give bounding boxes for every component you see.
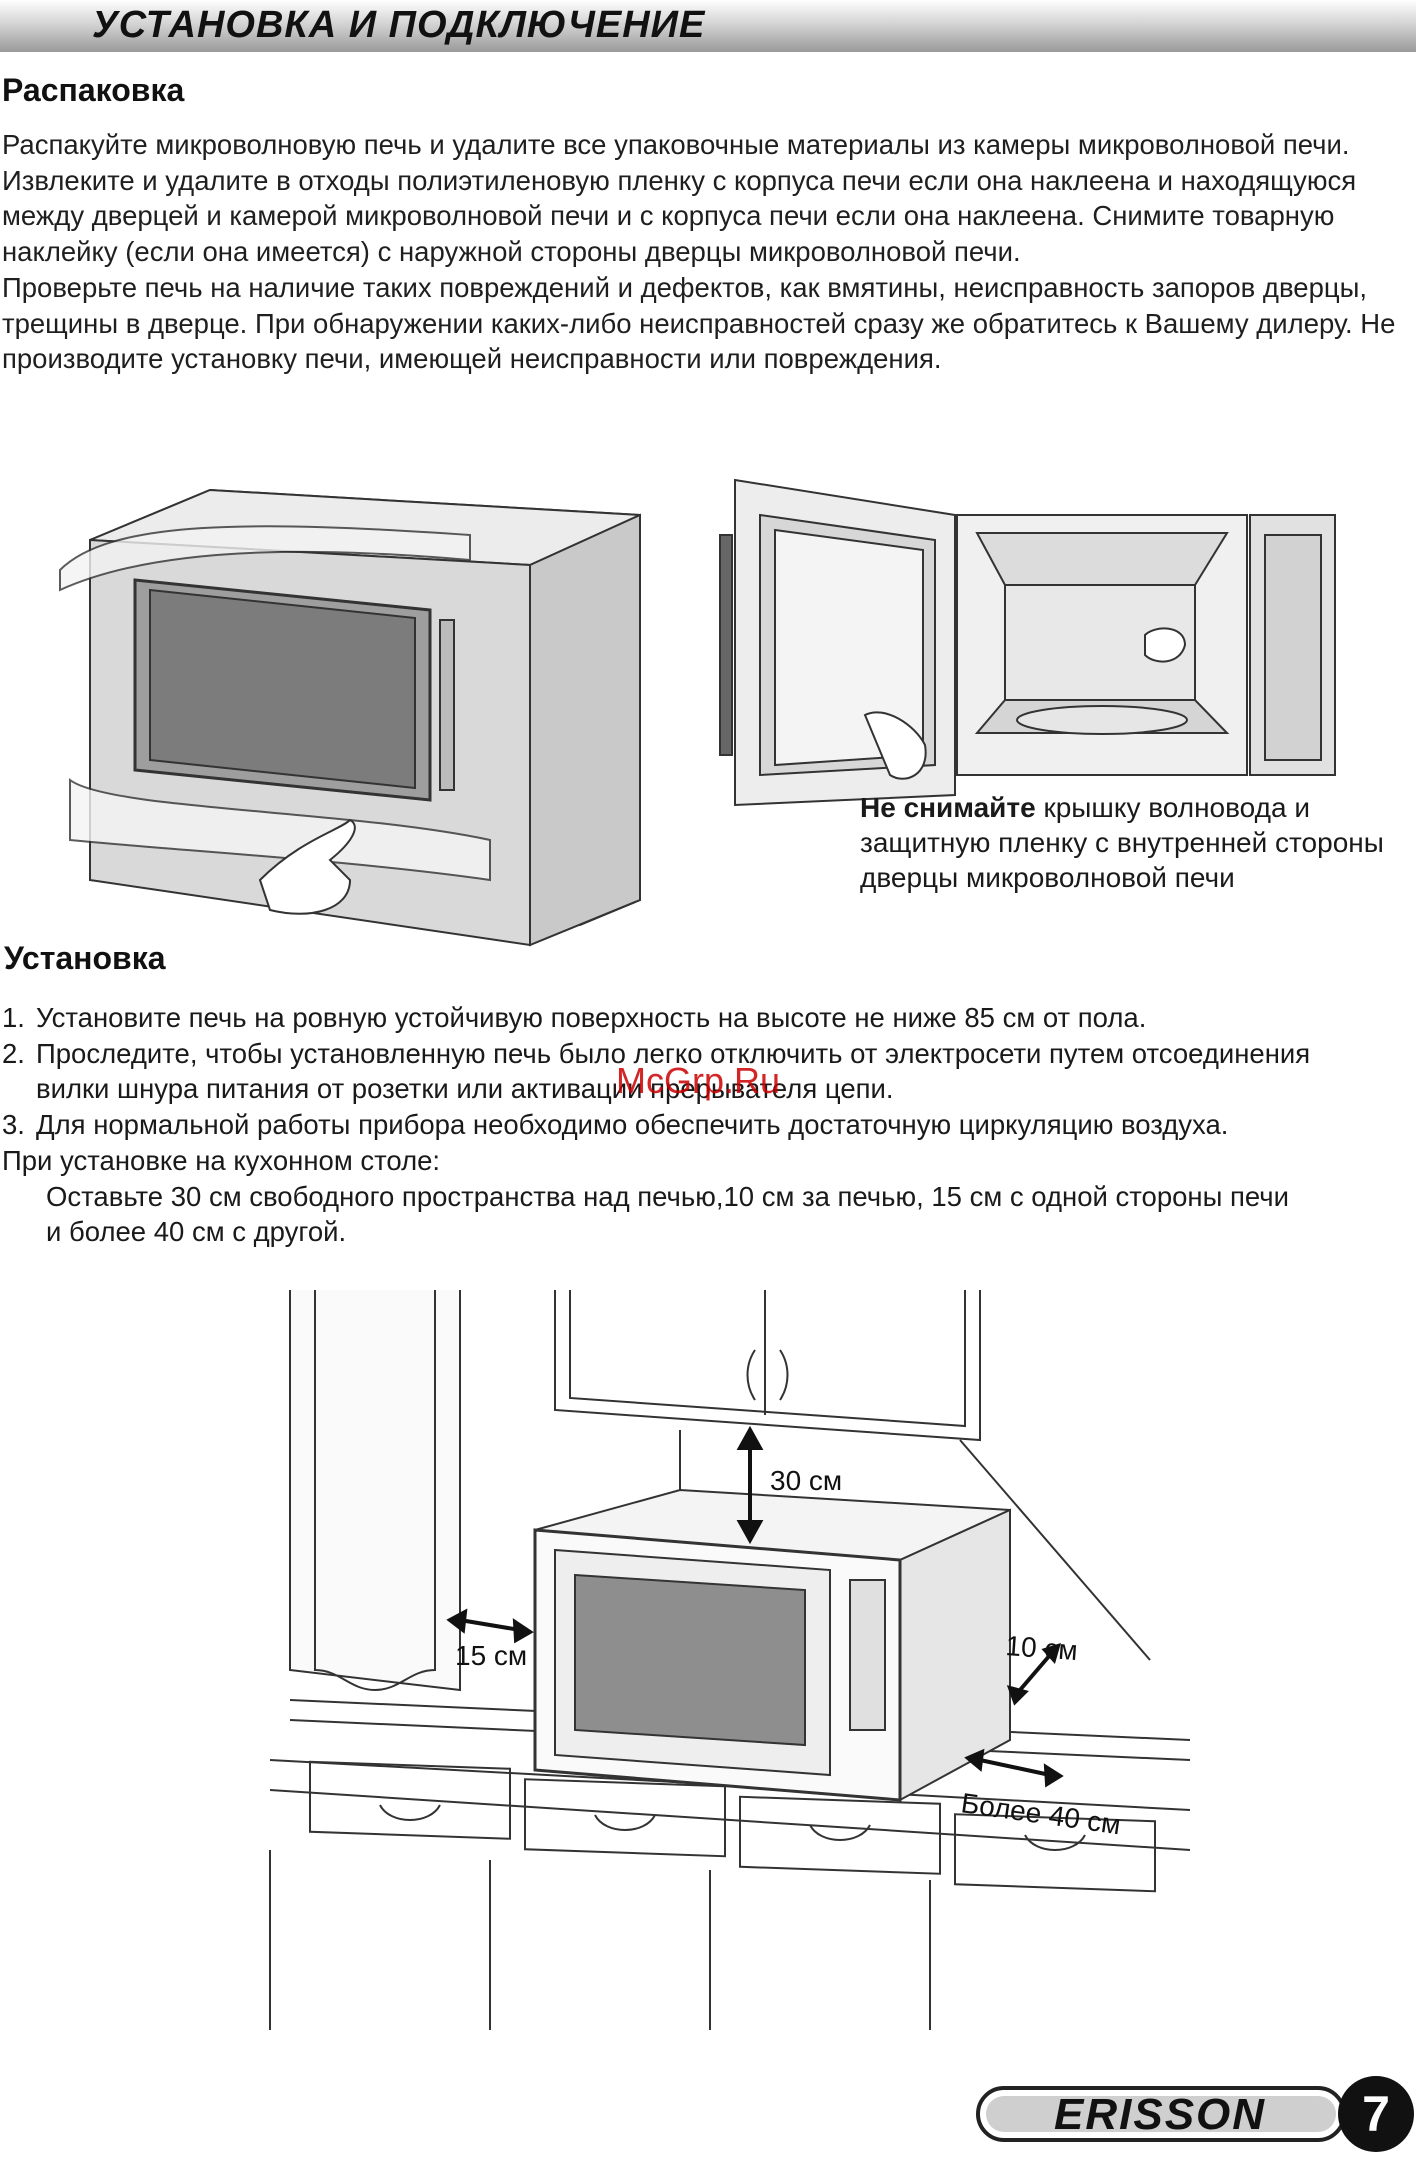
- kitchen-table-intro: При установке на кухонном столе:: [2, 1144, 441, 1176]
- list-item: 3. Для нормальной работы прибора необход…: [2, 1109, 1229, 1141]
- unpacking-heading: Распаковка: [2, 72, 185, 108]
- label-back-clearance: 10 см: [1005, 1630, 1079, 1666]
- installation-list: 1. Установите печь на ровную устойчивую …: [2, 1000, 1402, 1250]
- watermark: McGrp.Ru: [616, 1060, 781, 1101]
- microwave-open-illustration: [719, 478, 1336, 807]
- page-title: УСТАНОВКА И ПОДКЛЮЧЕНИЕ: [92, 4, 706, 46]
- list-item: 2. Проследите, чтобы установленную печь …: [2, 1037, 1311, 1105]
- installation-heading: Установка: [4, 940, 166, 976]
- label-top-clearance: 30 см: [770, 1465, 842, 1496]
- label-other-side-clearance: Более 40 см: [959, 1787, 1123, 1840]
- brand-logo: ERISSON: [1054, 2090, 1267, 2139]
- microwave-film-illustration: [59, 488, 641, 947]
- caption-text: крышку волновода и защитную пленку с вну…: [860, 792, 1384, 893]
- unpacking-text: Распакуйте микроволновую печь и удалите …: [2, 127, 1417, 377]
- page-number-badge: [1338, 2076, 1414, 2152]
- caption: Не снимайте крышку волновода и защитную …: [860, 790, 1400, 895]
- kitchen-table-text: Оставьте 30 см свободного пространства н…: [46, 1180, 1289, 1248]
- unpacking-para-1: Распакуйте микроволновую печь и удалите …: [2, 129, 1357, 268]
- unpacking-para-2: Проверьте печь на наличие таких поврежде…: [2, 271, 1396, 375]
- list-item: 1. Установите печь на ровную устойчивую …: [2, 1002, 1147, 1033]
- page-number: 7: [1362, 2086, 1390, 2142]
- caption-warning: Не снимайте: [860, 792, 1036, 823]
- header-bar: [0, 0, 1416, 52]
- clearance-diagram: 30 см 10 см 15 см Более 40 см: [269, 1290, 1191, 2030]
- label-side-clearance: 15 см: [455, 1640, 527, 1671]
